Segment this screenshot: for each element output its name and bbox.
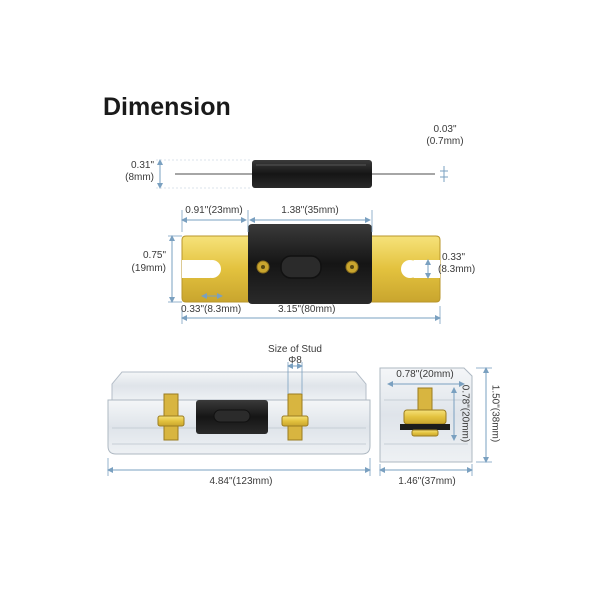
body-length-label: 1.38"(35mm) xyxy=(281,205,339,216)
holder-end-view xyxy=(379,367,492,476)
body-thickness-mm-label: (8mm) xyxy=(125,172,154,183)
fuse-width-mm-label: (19mm) xyxy=(131,263,166,274)
end-height-label: 1.50"(38mm) xyxy=(489,384,501,443)
stud-size-title-label: Size of Stud xyxy=(268,344,322,355)
fuse-top-view xyxy=(168,210,441,324)
blade-thickness-in-label: 0.03" xyxy=(433,124,457,135)
overall-length-label: 3.15"(80mm) xyxy=(278,304,336,315)
slot-width-in-label: 0.33" xyxy=(442,252,466,263)
hole-spacing-label: 0.33"(8.3mm) xyxy=(181,304,242,315)
end-width-label: 1.46"(37mm) xyxy=(398,476,456,487)
fuse-side-view xyxy=(156,159,448,189)
tab-length-label: 0.91"(23mm) xyxy=(185,205,243,216)
stud-size-value-label: Φ8 xyxy=(288,355,302,366)
end-top-width-label: 0.78"(20mm) xyxy=(396,369,454,380)
fuse-holder-view xyxy=(107,362,371,476)
body-thickness-in-label: 0.31" xyxy=(130,160,154,171)
slot-width-mm-label: (8.3mm) xyxy=(438,264,476,275)
end-inner-height-label: 0.78"(20mm) xyxy=(459,384,471,443)
diagram-title: Dimension xyxy=(103,93,231,121)
fuse-width-in-label: 0.75" xyxy=(142,250,166,261)
blade-thickness-mm-label: (0.7mm) xyxy=(426,136,464,147)
holder-length-label: 4.84"(123mm) xyxy=(209,476,273,487)
